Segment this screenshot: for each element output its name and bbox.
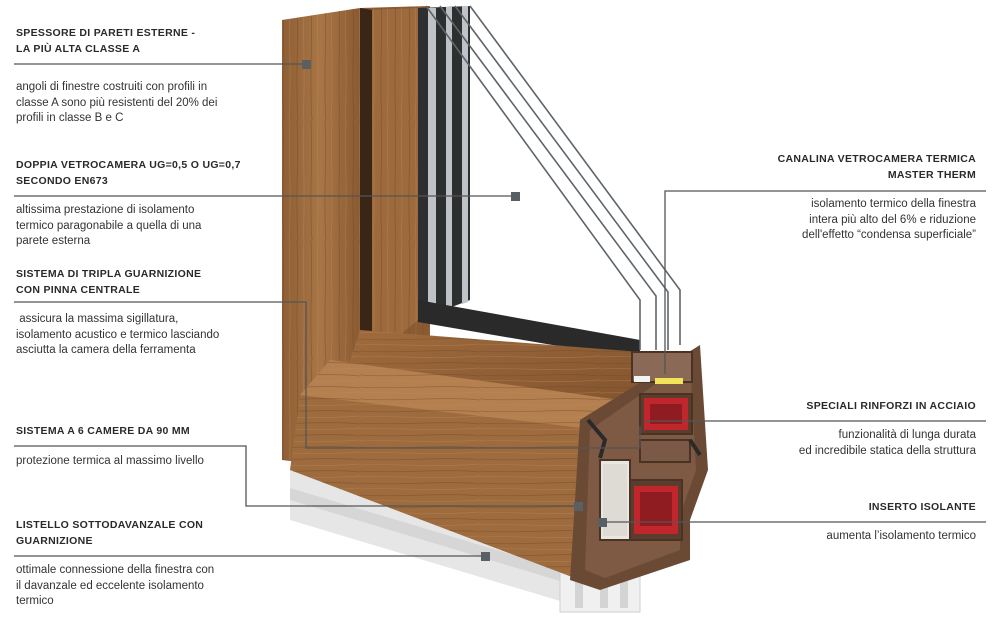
feature-description: funzionalità di lunga durata ed incredib…: [798, 429, 976, 457]
feature-description: angoli di finestre costruiti con profili…: [16, 81, 218, 124]
marker-insert: [598, 518, 607, 527]
marker-double-glazing: [511, 192, 520, 201]
feature-triple-gasket: SISTEMA DI TRIPLA GUARNIZIONE CON PINNA …: [16, 266, 286, 359]
profile-cross-section: [570, 345, 708, 590]
feature-six-chambers: SISTEMA A 6 CAMERE DA 90 MM protezione t…: [16, 423, 286, 470]
leader-triple-gasket: [14, 301, 641, 449]
feature-sill-strip: LISTELLO SOTTODAVANZALE CON GUARNIZIONE …: [16, 517, 286, 610]
bottom-frame: [290, 330, 650, 580]
marker-wall-thickness: [302, 60, 311, 69]
feature-title: SISTEMA A 6 CAMERE DA 90 MM: [16, 425, 190, 437]
feature-title: SPECIALI RINFORZI IN ACCIAIO: [806, 400, 976, 412]
markers: [302, 60, 607, 561]
leader-six-chambers: [14, 445, 578, 507]
marker-six-chambers: [574, 502, 583, 511]
feature-description: assicura la massima sigillatura, isolame…: [16, 313, 220, 356]
feature-warm-edge: CANALINA VETROCAMERA TERMICA MASTER THER…: [706, 151, 976, 244]
feature-steel-reinforcement: SPECIALI RINFORZI IN ACCIAIO funzionalit…: [706, 398, 976, 459]
feature-title: SISTEMA DI TRIPLA GUARNIZIONE CON PINNA …: [16, 268, 202, 296]
glass-outline-lines: [425, 5, 681, 350]
feature-title: DOPPIA VETROCAMERA Ug=0,5 O Ug=0,7 SECON…: [16, 159, 241, 187]
feature-title: LISTELLO SOTTODAVANZALE CON GUARNIZIONE: [16, 519, 204, 547]
feature-title: SPESSORE DI PARETI ESTERNE - LA PIÙ ALTA…: [16, 27, 196, 55]
feature-title: INSERTO ISOLANTE: [868, 501, 976, 513]
feature-wall-thickness: SPESSORE DI PARETI ESTERNE - LA PIÙ ALTA…: [16, 25, 286, 127]
feature-description: ottimale connessione della finestra con …: [16, 564, 215, 607]
leader-lines: [14, 63, 986, 557]
feature-description: altissima prestazione di isolamento term…: [16, 204, 202, 247]
glass-unit: [418, 6, 640, 360]
marker-sill-strip: [481, 552, 490, 561]
feature-description: protezione termica al massimo livello: [16, 455, 204, 467]
leader-warm-edge: [664, 190, 986, 374]
feature-description: aumenta l’isolamento termico: [826, 530, 976, 542]
feature-title: CANALINA VETROCAMERA TERMICA MASTER THER…: [777, 153, 976, 181]
feature-double-glazing: DOPPIA VETROCAMERA Ug=0,5 O Ug=0,7 SECON…: [16, 157, 286, 250]
feature-description: isolamento termico della finestra intera…: [802, 198, 976, 241]
feature-insulating-insert: INSERTO ISOLANTE aumenta l’isolamento te…: [706, 499, 976, 545]
